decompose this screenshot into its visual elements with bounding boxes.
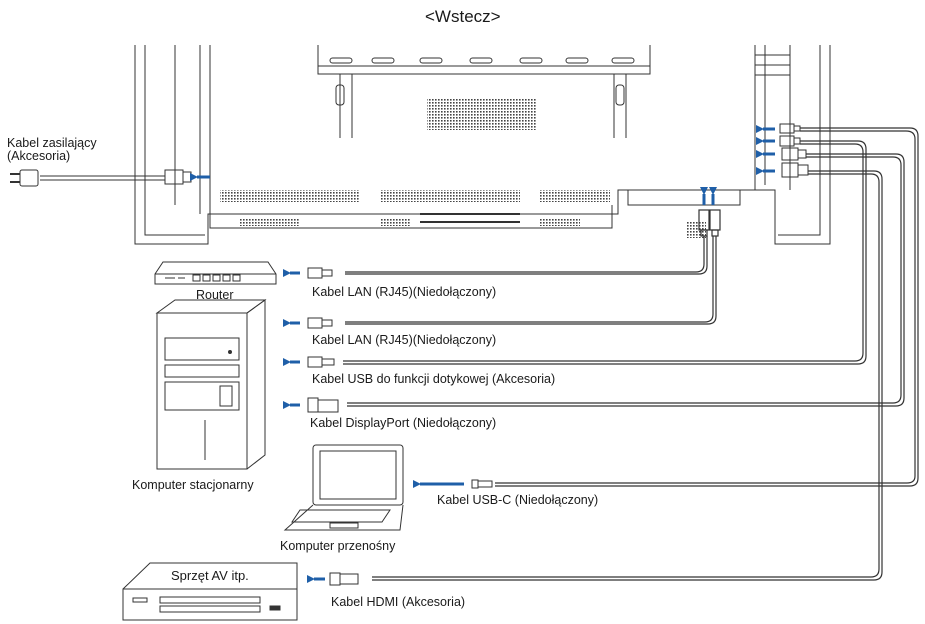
monitor-rear (134, 45, 831, 245)
cable-label-usb-touch: Kabel USB do funkcji dotykowej (Akcesori… (312, 372, 556, 386)
cable-label-usb-c: Kabel USB-C (Niedołączony) (437, 493, 599, 507)
av-equipment-icon (122, 562, 298, 621)
av-label: Sprzęt AV itp. (171, 568, 249, 583)
cable-label-lan-router: Kabel LAN (RJ45)(Niedołączony) (312, 285, 497, 299)
cable-label-hdmi: Kabel HDMI (Akcesoria) (331, 595, 466, 609)
power-cable-sublabel: (Akcesoria) (7, 149, 71, 163)
laptop-icon (283, 444, 404, 531)
power-plug-icon (10, 173, 20, 183)
cable-end-plugs (307, 267, 493, 586)
bracket-slots (329, 57, 635, 106)
laptop-label: Komputer przenośny (280, 539, 396, 553)
page-title: <Wstecz> (425, 7, 501, 26)
router-icon (154, 261, 277, 285)
router-label: Router (196, 288, 234, 302)
cable-routes (343, 127, 919, 581)
power-cable (19, 169, 192, 187)
cable-label-displayport: Kabel DisplayPort (Niedołączony) (310, 416, 497, 430)
device-arrows (283, 269, 464, 583)
power-cable-label: Kabel zasilający (7, 136, 97, 150)
vent-grilles (220, 98, 706, 238)
bottom-slots (420, 213, 520, 223)
right-connectors (779, 123, 809, 178)
desktop-label: Komputer stacjonarny (132, 478, 254, 492)
desktop-pc-icon (155, 299, 267, 470)
cable-label-lan-pc: Kabel LAN (RJ45)(Niedołączony) (312, 333, 497, 347)
